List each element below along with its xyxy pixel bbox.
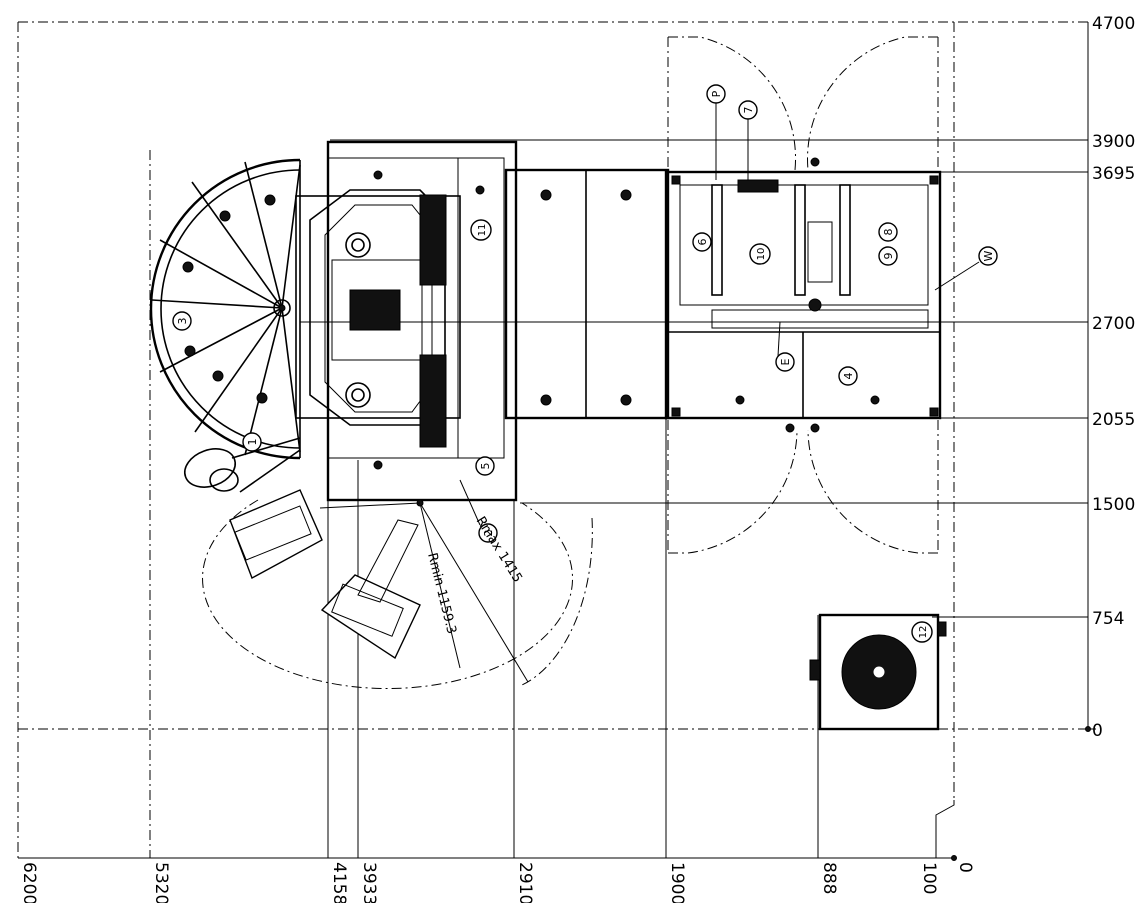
balloon-10: 10 — [749, 243, 771, 265]
right-dimension-lines — [300, 22, 1096, 730]
dim-3933: 3933 — [359, 862, 379, 903]
dim-0-bottom: 0 — [955, 862, 975, 873]
operator-console-swing — [202, 489, 593, 690]
balloon-8: 8 — [878, 222, 898, 242]
balloon-p: P — [706, 84, 726, 104]
balloon-1: 1 — [242, 432, 262, 452]
rmin-label: Rmin 1159.3 — [424, 551, 459, 635]
balloon-11: 11 — [470, 219, 492, 241]
rmax-label: Rmax 1415 — [473, 514, 525, 585]
svg-text:8: 8 — [882, 229, 895, 236]
dim-4700: 4700 — [1092, 14, 1135, 34]
svg-text:4: 4 — [842, 373, 855, 380]
svg-text:P: P — [710, 90, 723, 97]
balloon-2: 2 — [478, 523, 498, 543]
balloon-w: W — [978, 246, 998, 266]
conveyor-section — [504, 168, 670, 420]
dim-3695: 3695 — [1092, 164, 1135, 184]
dim-2700: 2700 — [1092, 314, 1135, 334]
cabinet — [664, 157, 942, 433]
bottom-dimension-lines — [18, 300, 1091, 861]
balloon-6: 6 — [692, 232, 712, 252]
dim-4158: 4158 — [329, 862, 349, 903]
dim-754: 754 — [1092, 609, 1124, 629]
dim-0-right: 0 — [1092, 721, 1103, 741]
radius-labels: Rmin 1159.3 Rmax 1415 — [424, 514, 525, 635]
dim-1900: 1900 — [667, 862, 687, 903]
svg-text:5: 5 — [479, 463, 492, 470]
balloon-5: 5 — [475, 456, 495, 476]
svg-text:9: 9 — [882, 253, 895, 260]
svg-text:W: W — [982, 250, 995, 261]
dim-1500: 1500 — [1092, 495, 1135, 515]
svg-text:2: 2 — [482, 530, 495, 537]
working-area-boundary — [17, 21, 1088, 858]
balloon-9: 9 — [878, 246, 898, 266]
dim-6200: 6200 — [19, 862, 39, 903]
balloon-4: 4 — [838, 366, 858, 386]
balloon-e: E — [775, 352, 795, 372]
svg-text:7: 7 — [742, 107, 755, 114]
svg-text:1: 1 — [246, 439, 259, 446]
svg-text:12: 12 — [918, 626, 929, 639]
svg-text:6: 6 — [696, 239, 709, 246]
machine-base — [295, 140, 518, 502]
door-swing-arcs — [667, 36, 939, 554]
balloon-labels: 1 2 3 4 5 6 7 8 9 10 11 12 P E W — [172, 84, 998, 643]
balloon-12: 12 — [911, 621, 933, 643]
operator-figure — [184, 437, 301, 493]
dim-2910: 2910 — [515, 862, 535, 903]
separate-unit — [809, 613, 947, 731]
rotary-table — [149, 158, 301, 460]
dim-5320: 5320 — [151, 862, 171, 903]
balloon-3: 3 — [172, 311, 192, 331]
svg-text:10: 10 — [756, 248, 767, 261]
svg-text:3: 3 — [176, 318, 189, 325]
svg-text:11: 11 — [477, 224, 488, 237]
dim-100: 100 — [919, 862, 939, 894]
dim-888: 888 — [819, 862, 839, 894]
balloon-7: 7 — [738, 100, 758, 120]
svg-text:E: E — [779, 358, 792, 365]
bottom-dimension-texts: 6200 5320 4158 3933 2910 1900 888 100 0 — [19, 862, 975, 903]
dim-2055: 2055 — [1092, 410, 1135, 430]
right-dimension-texts: 4700 3900 3695 2700 2055 1500 754 0 — [1092, 14, 1135, 741]
dim-3900: 3900 — [1092, 132, 1135, 152]
